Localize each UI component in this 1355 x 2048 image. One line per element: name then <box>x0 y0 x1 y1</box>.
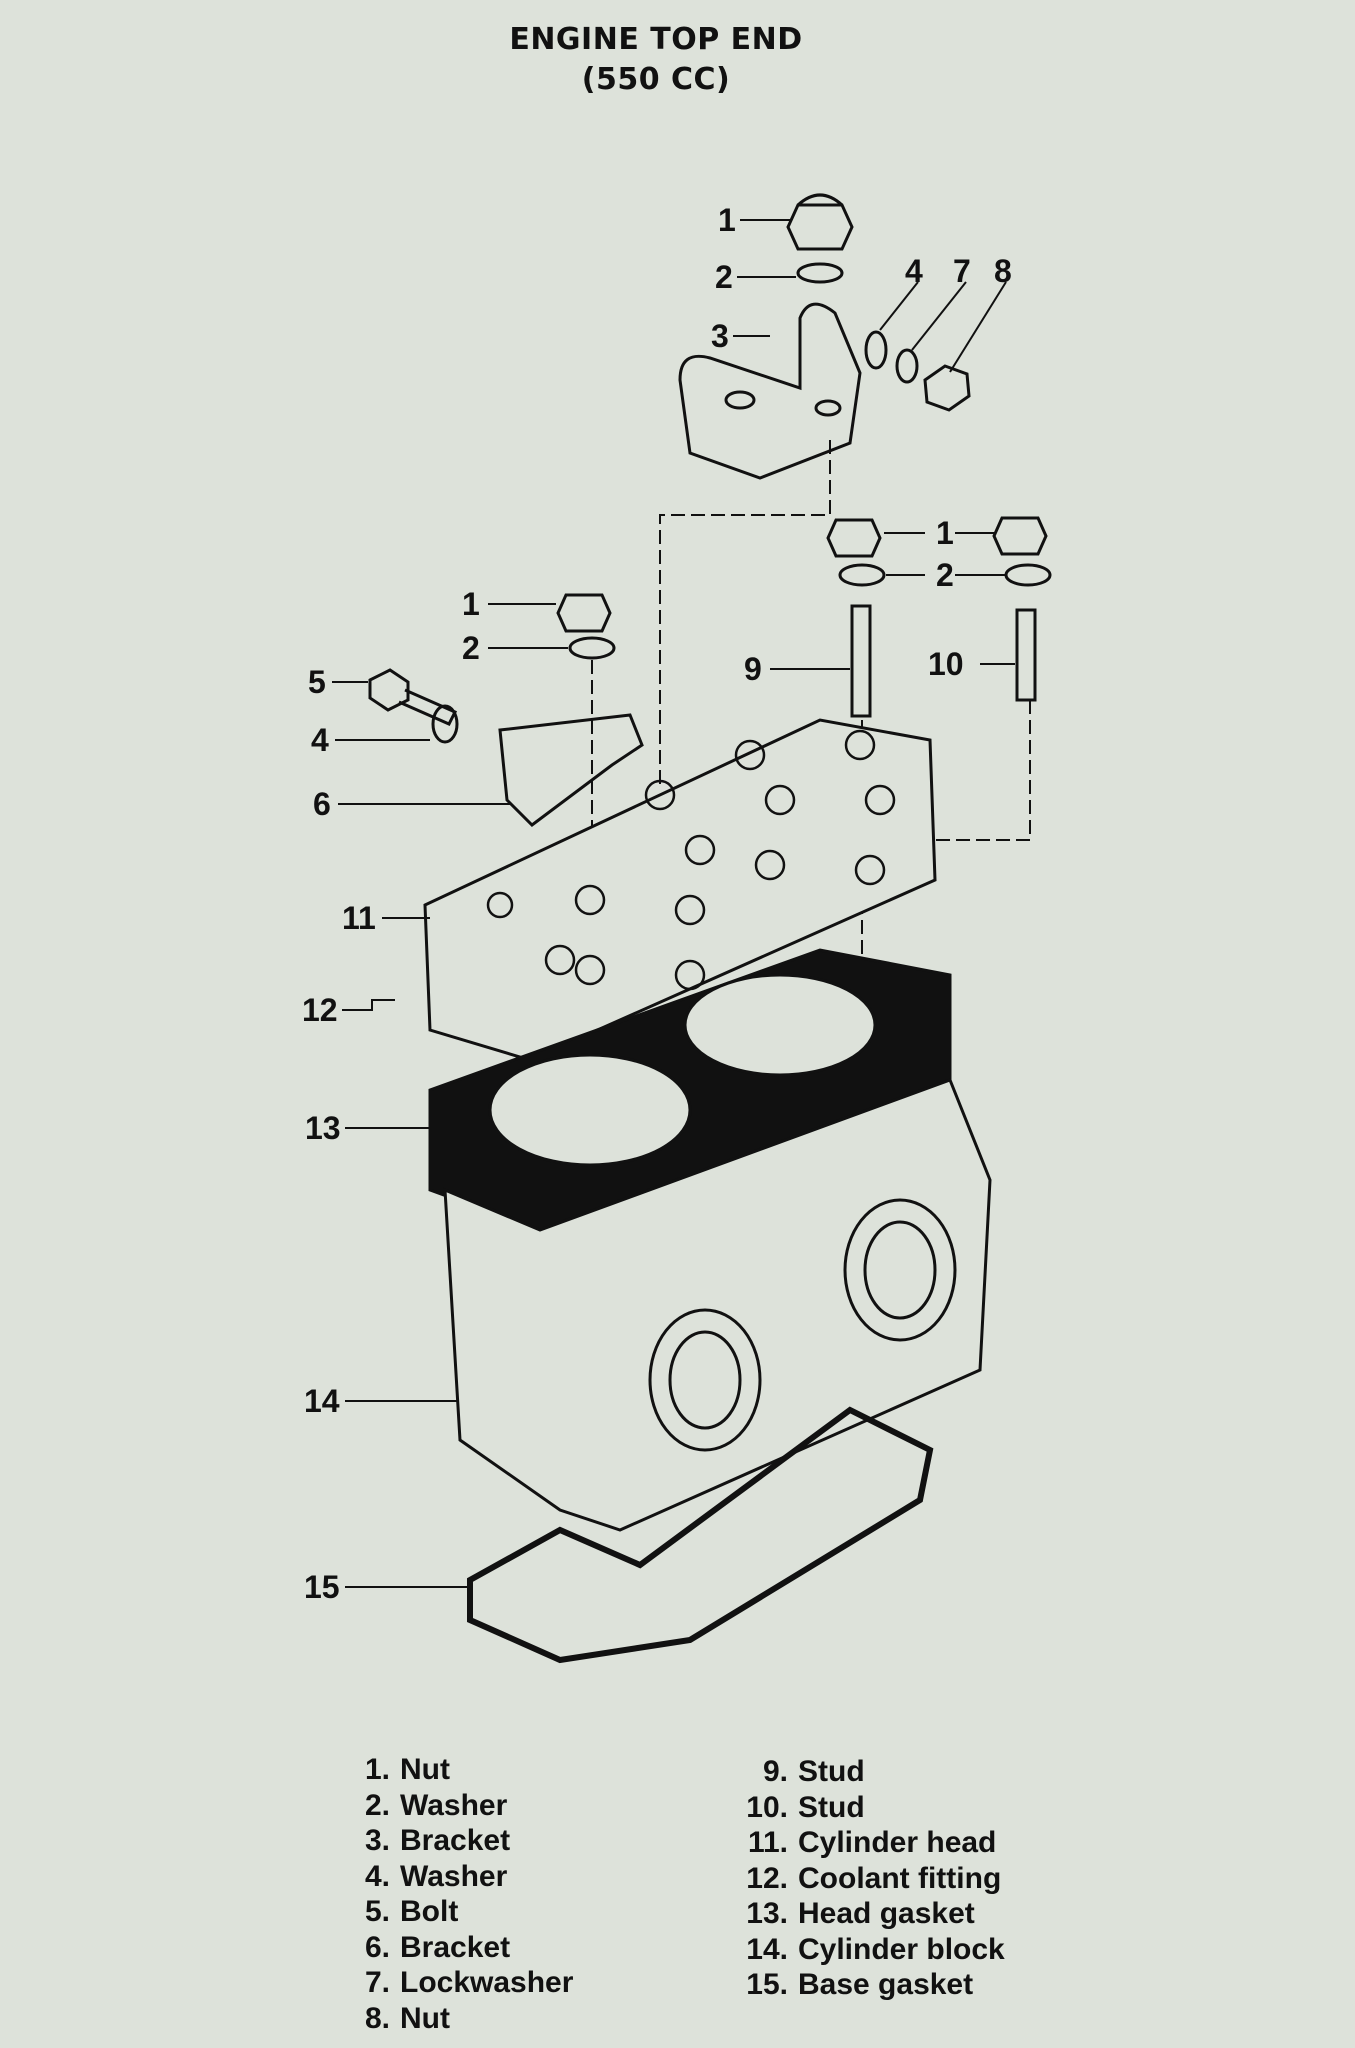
callout-13: 13 <box>305 1110 341 1146</box>
legend-item: 11.Cylinder head <box>747 1826 997 1859</box>
legend-item: 3.Bracket <box>364 1824 511 1857</box>
cylinder-head-part-11 <box>423 718 937 1062</box>
callout-14: 14 <box>304 1383 340 1419</box>
legend-item: 15.Base gasket <box>746 1968 974 2001</box>
cylinder-block-part-14 <box>443 1078 992 1532</box>
callout-4-left: 4 <box>311 722 329 758</box>
nut-part-8 <box>923 364 971 412</box>
callout-4-top: 4 <box>905 253 923 289</box>
washer-part-2-top <box>796 262 844 284</box>
legend-item: 5.Bolt <box>364 1895 459 1928</box>
callout-1-left: 1 <box>462 586 480 622</box>
legend-item: 2.Washer <box>364 1788 508 1822</box>
diagram-subtitle: (550 CC) <box>581 62 731 97</box>
callout-9: 9 <box>744 651 762 687</box>
lockwasher-part-7 <box>895 348 919 384</box>
callout-5: 5 <box>308 664 326 700</box>
callout-6: 6 <box>313 786 331 822</box>
legend-item: 9.Stud <box>762 1755 865 1788</box>
stud-part-10 <box>1015 608 1037 702</box>
callout-15: 15 <box>304 1569 340 1605</box>
callout-7: 7 <box>953 253 971 289</box>
bracket-part-6 <box>498 713 644 827</box>
legend-item: 1.Nut <box>364 1753 450 1786</box>
callout-3: 3 <box>711 318 729 354</box>
bracket-part-3 <box>678 302 862 480</box>
callout-12: 12 <box>302 992 338 1028</box>
callout-11: 11 <box>342 900 376 936</box>
callout-8: 8 <box>994 253 1012 289</box>
legend-item: 14.Cylinder block <box>746 1932 1005 1966</box>
legend-item: 12.Coolant fitting <box>746 1861 1002 1895</box>
legend-item: 6.Bracket <box>364 1930 511 1964</box>
parts-legend-column-2: 9.Stud 10.Stud 11.Cylinder head 12.Coola… <box>736 1754 1005 2003</box>
parts-legend-column-1: 1.Nut 2.Washer 3.Bracket 4.Washer 5.Bolt… <box>352 1752 573 2036</box>
bolt-part-5 <box>368 668 458 726</box>
callout-2-right: 2 <box>936 557 954 593</box>
nut-part-1-mid <box>826 518 882 558</box>
legend-item: 13.Head gasket <box>746 1897 975 1930</box>
callout-2-left: 2 <box>462 630 480 666</box>
callout-1-top: 1 <box>718 202 736 238</box>
callout-10: 10 <box>928 646 964 682</box>
legend-item: 10.Stud <box>746 1790 865 1824</box>
callout-1-right: 1 <box>936 515 954 551</box>
stud-part-9 <box>850 604 872 718</box>
diagram-title: ENGINE TOP END <box>509 22 803 57</box>
nut-part-1-top <box>786 193 854 251</box>
callout-2-top: 2 <box>715 259 733 295</box>
washer-part-4-top <box>864 330 888 370</box>
legend-item: 4.Washer <box>364 1859 508 1893</box>
legend-item: 8.Nut <box>364 2001 450 2035</box>
legend-item: 7.Lockwasher <box>364 1966 574 1999</box>
base-gasket-part-15 <box>467 1406 934 1664</box>
